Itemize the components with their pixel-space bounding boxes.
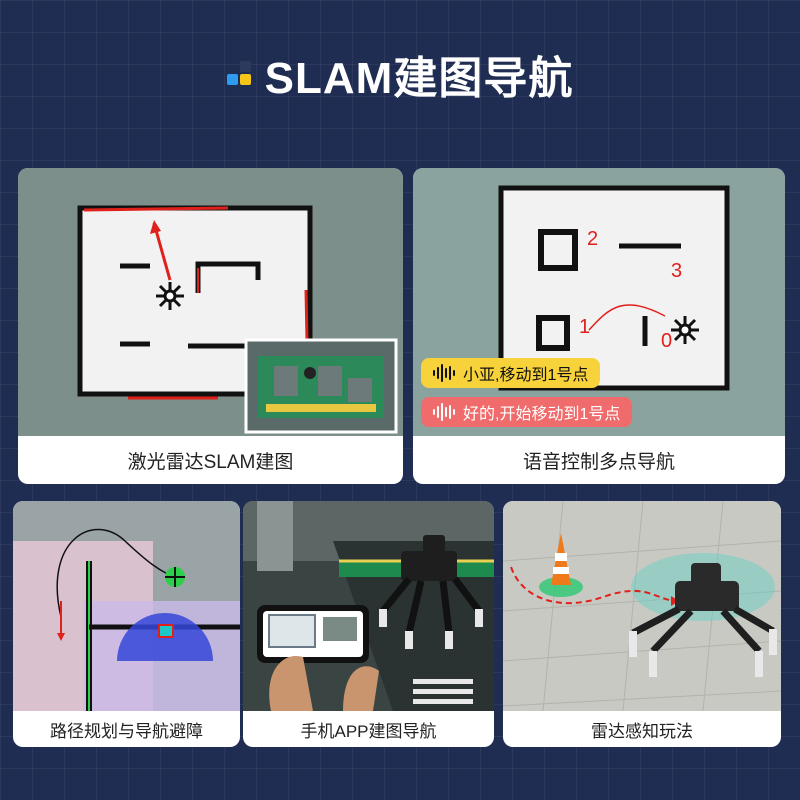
logo-dots-icon (226, 61, 253, 87)
waypoint-label-0: 0 (661, 330, 673, 352)
voice-command-text: 小亚,移动到1号点 (463, 367, 589, 384)
voice-command-bubble: 小亚,移动到1号点 (421, 358, 601, 388)
card-caption: 手机APP建图导航 (300, 721, 437, 741)
waypoint-label-1: 1 (579, 316, 591, 338)
card-caption: 路径规划与导航避障 (50, 721, 203, 741)
lidar-map-image (18, 168, 403, 436)
path-planning-image (13, 501, 240, 711)
voice-wave-icon (433, 403, 455, 421)
radar-perception-image (503, 501, 781, 711)
header: SLAM建图导航 (0, 44, 800, 104)
voice-reply-text: 好的,开始移动到1号点 (463, 406, 621, 423)
waypoint-label-2: 2 (587, 228, 599, 250)
page-title: SLAM建图导航 (264, 54, 574, 103)
card-caption: 语音控制多点导航 (522, 451, 675, 473)
card-path-planning: 路径规划与导航避障 (13, 501, 240, 747)
voice-wave-icon (433, 364, 455, 382)
card-caption: 雷达感知玩法 (591, 721, 693, 741)
voice-nav-map-image: 0 1 2 3 小亚,移动到1号点 好的,开始移动到1号点 (413, 168, 785, 436)
card-lidar-slam: 激光雷达SLAM建图 (18, 168, 403, 484)
mobile-app-image (243, 501, 494, 711)
card-caption: 激光雷达SLAM建图 (127, 451, 294, 473)
card-mobile-app: 手机APP建图导航 (243, 501, 494, 747)
voice-reply-bubble: 好的,开始移动到1号点 (421, 397, 633, 427)
waypoint-label-3: 3 (671, 260, 683, 282)
card-radar-perception: 雷达感知玩法 (503, 501, 781, 747)
card-voice-navigation: 0 1 2 3 小亚,移动到1号点 好的,开始移动到1号点 语音控制多点导航 (413, 168, 785, 484)
